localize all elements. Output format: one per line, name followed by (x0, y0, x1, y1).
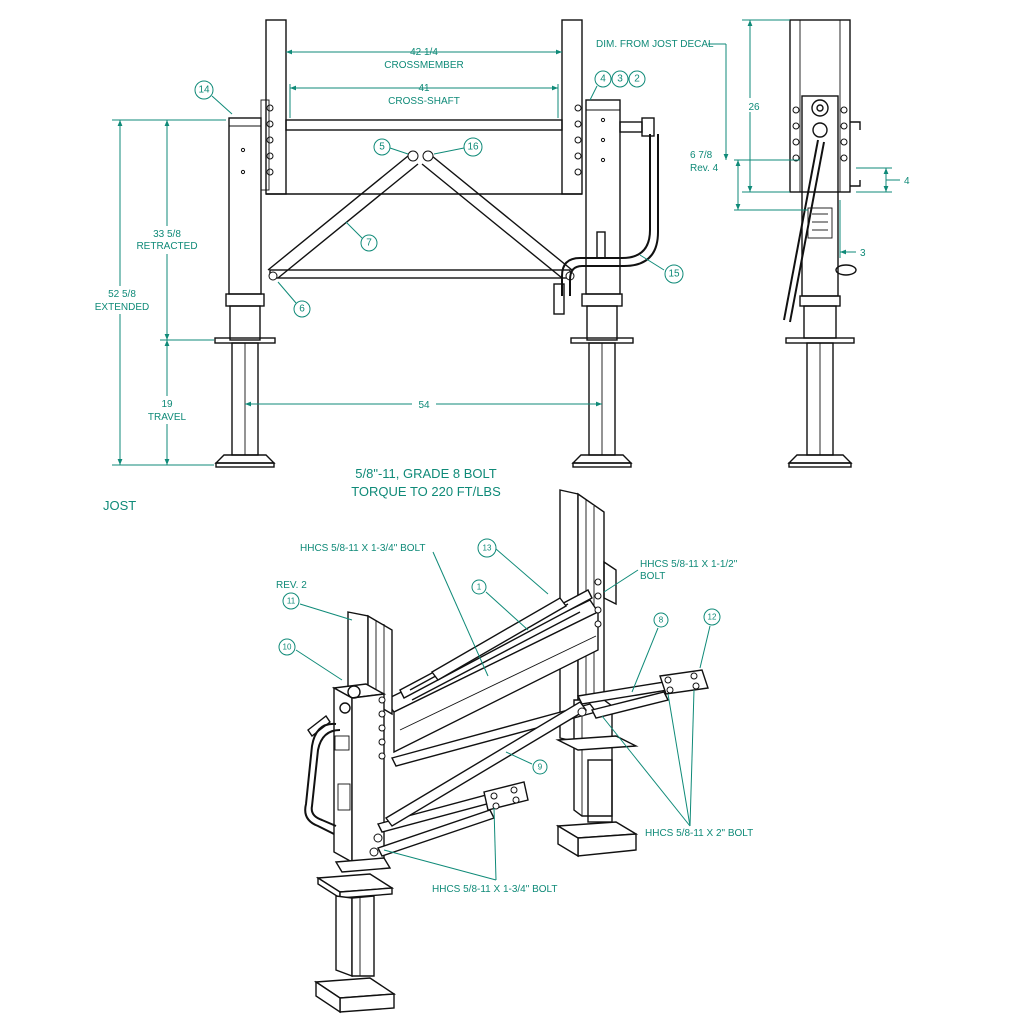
svg-text:13: 13 (483, 544, 492, 553)
svg-text:9: 9 (538, 763, 543, 772)
svg-text:16: 16 (467, 142, 479, 153)
bolt-note-line2: TORQUE TO 220 FT/LBS (351, 484, 501, 499)
dim-side-right: 4 (904, 176, 910, 187)
svg-text:3: 3 (617, 74, 623, 85)
label-hhcs-2: HHCS 5/8-11 X 2" BOLT (645, 828, 753, 839)
label-hhcs-112-line1: HHCS 5/8-11 X 1-1/2" (640, 559, 738, 570)
front-view: 42 1/4 CROSSMEMBER 41 CROSS-SHAFT 52 5/8… (95, 19, 684, 468)
balloon-12: 12 (699, 608, 721, 669)
label-hhcs-134-bottom: HHCS 5/8-11 X 1-3/4" BOLT (432, 884, 557, 895)
side-view: DIM. FROM JOST DECAL 26 6 7/8 Rev. 4 4 3 (596, 19, 910, 468)
dim-crossmember-label: CROSSMEMBER (384, 60, 463, 71)
dim-side-right-low: 3 (860, 248, 866, 259)
dim-side-height: 26 (748, 102, 760, 113)
brand-label: JOST (103, 498, 136, 513)
dim-spacing-value: 54 (418, 400, 430, 411)
balloon-1: 1 (471, 579, 529, 631)
balloon-6: 6 (277, 281, 311, 318)
dim-crossmember-value: 42 1/4 (410, 47, 438, 58)
svg-text:11: 11 (287, 597, 296, 606)
left-leg (214, 99, 276, 468)
svg-text:6: 6 (299, 304, 305, 315)
balloon-7: 7 (345, 221, 378, 252)
balloon-5: 5 (373, 138, 409, 156)
dim-retracted-label: RETRACTED (136, 241, 197, 252)
note-jost-decal: DIM. FROM JOST DECAL (596, 39, 714, 50)
balloon-8: 8 (631, 612, 669, 693)
svg-text:14: 14 (198, 85, 210, 96)
cross-braces (267, 150, 575, 281)
balloon-9: 9 (505, 751, 548, 775)
bolt-note-line1: 5/8"-11, GRADE 8 BOLT (355, 466, 496, 481)
dim-crossshaft-label: CROSS-SHAFT (388, 96, 460, 107)
svg-text:12: 12 (708, 613, 717, 622)
balloon-11: 11 (282, 592, 353, 621)
balloon-16: 16 (433, 137, 483, 157)
svg-text:10: 10 (283, 643, 292, 652)
label-rev2: REV. 2 (276, 580, 307, 591)
label-hhcs-134-top: HHCS 5/8-11 X 1-3/4" BOLT (300, 543, 425, 554)
crank-handle (553, 134, 659, 315)
balloon-3: 3 (611, 70, 629, 88)
dim-retracted-value: 33 5/8 (153, 229, 181, 240)
dim-travel-value: 19 (161, 399, 173, 410)
balloon-15: 15 (639, 254, 684, 284)
dim-extended-label: EXTENDED (95, 302, 149, 313)
svg-text:15: 15 (668, 269, 680, 280)
label-hhcs-112-line2: BOLT (640, 571, 665, 582)
dim-crossshaft-value: 41 (418, 83, 430, 94)
balloon-2: 2 (628, 70, 646, 88)
svg-text:1: 1 (477, 583, 482, 592)
balloon-10: 10 (278, 638, 343, 681)
dim-extended-value: 52 5/8 (108, 289, 136, 300)
svg-text:8: 8 (659, 616, 664, 625)
crossmember (285, 119, 563, 131)
svg-text:2: 2 (634, 74, 640, 85)
right-leg (570, 99, 655, 468)
dim-side-rev-label: Rev. 4 (690, 163, 719, 174)
isometric-view: HHCS 5/8-11 X 1-3/4" BOLT HHCS 5/8-11 X … (276, 489, 753, 1014)
dim-travel-label: TRAVEL (148, 412, 187, 423)
svg-text:5: 5 (379, 142, 385, 153)
balloon-13: 13 (477, 538, 549, 595)
dim-side-rev-value: 6 7/8 (690, 150, 713, 161)
svg-text:7: 7 (366, 238, 372, 249)
balloon-4: 4 (589, 70, 612, 101)
svg-text:4: 4 (600, 74, 606, 85)
balloon-14: 14 (194, 80, 233, 115)
